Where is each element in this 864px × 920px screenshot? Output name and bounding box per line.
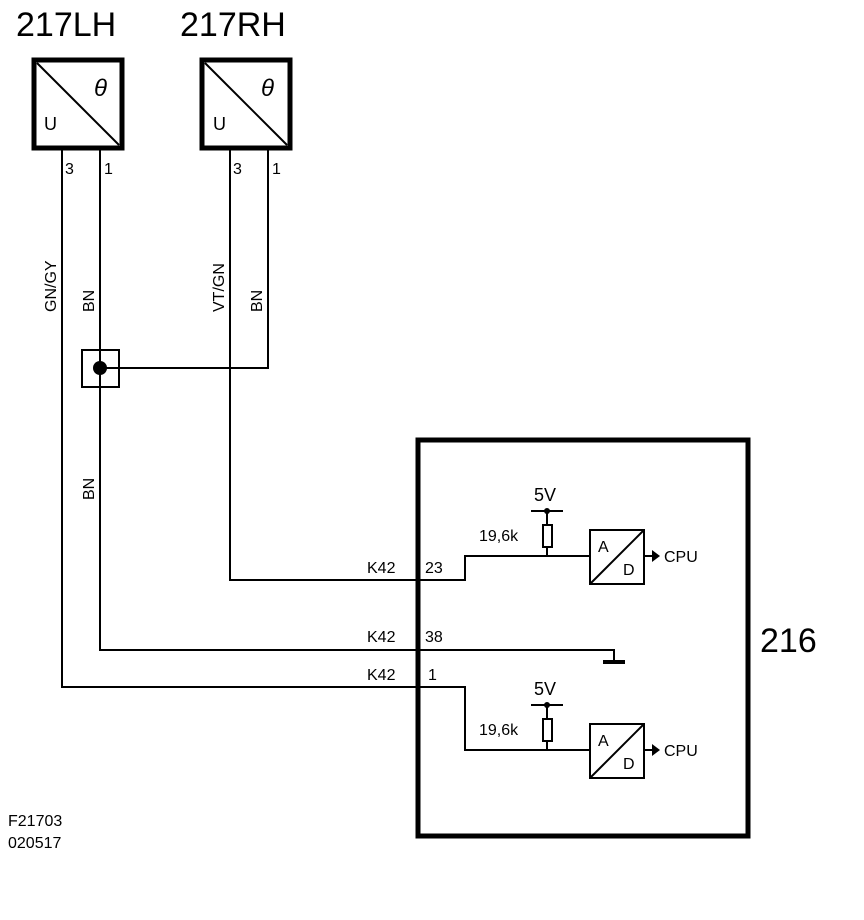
wire-label-bn-right: BN: [249, 290, 266, 312]
adc-lower-d: D: [623, 756, 635, 773]
ecu-box: [415, 437, 751, 839]
sensor-right-box: [199, 57, 293, 151]
channel-upper: [531, 508, 660, 585]
wire-common-ground: [99, 150, 615, 660]
wire-right-ground: [100, 150, 269, 369]
connector-pin-38: 38: [425, 629, 443, 646]
supply-5v-upper: 5V: [534, 485, 556, 505]
sensor-left-u: U: [44, 114, 57, 134]
wire-label-bn-common: BN: [81, 478, 98, 500]
sensor-left-pin1: 1: [104, 161, 113, 178]
sensor-right-pin1: 1: [272, 161, 281, 178]
connector-k42-c: K42: [367, 667, 396, 684]
splice-dot: [93, 361, 107, 375]
sensor-left-title: 217LH: [16, 6, 116, 44]
splice-box: [81, 349, 120, 388]
resistor-label-upper: 19,6k: [479, 528, 519, 545]
wire-label-gn-gy: GN/GY: [43, 260, 60, 312]
adc-upper-a: A: [598, 539, 609, 556]
figure-date: 020517: [8, 835, 61, 852]
sensor-left-pin3: 3: [65, 161, 74, 178]
arrow-right-icon: [652, 744, 660, 756]
connector-k42-a: K42: [367, 560, 396, 577]
cpu-label-lower: CPU: [664, 743, 698, 760]
sensor-right-u: U: [213, 114, 226, 134]
adc-lower-a: A: [598, 733, 609, 750]
arrow-right-icon: [652, 550, 660, 562]
connector-pin-23: 23: [425, 560, 443, 577]
supply-5v-lower: 5V: [534, 679, 556, 699]
wire-right-signal: [229, 150, 590, 581]
sensor-left-theta: θ: [94, 75, 107, 102]
sensor-right-title: 217RH: [180, 6, 286, 44]
cpu-label-upper: CPU: [664, 549, 698, 566]
wire-left-signal: [61, 150, 590, 751]
ecu-title: 216: [760, 622, 817, 660]
adc-upper-d: D: [623, 562, 635, 579]
resistor-upper: [542, 524, 553, 548]
resistor-lower: [542, 718, 553, 742]
sensor-right-theta: θ: [261, 75, 274, 102]
channel-lower: [531, 702, 660, 779]
wire-label-bn-left: BN: [81, 290, 98, 312]
sensor-right-pin3: 3: [233, 161, 242, 178]
connector-k42-b: K42: [367, 629, 396, 646]
connector-pin-1: 1: [428, 667, 437, 684]
sensor-left-box: [31, 57, 125, 151]
resistor-label-lower: 19,6k: [479, 722, 519, 739]
wire-label-vt-gn: VT/GN: [211, 263, 228, 312]
figure-code: F21703: [8, 813, 62, 830]
